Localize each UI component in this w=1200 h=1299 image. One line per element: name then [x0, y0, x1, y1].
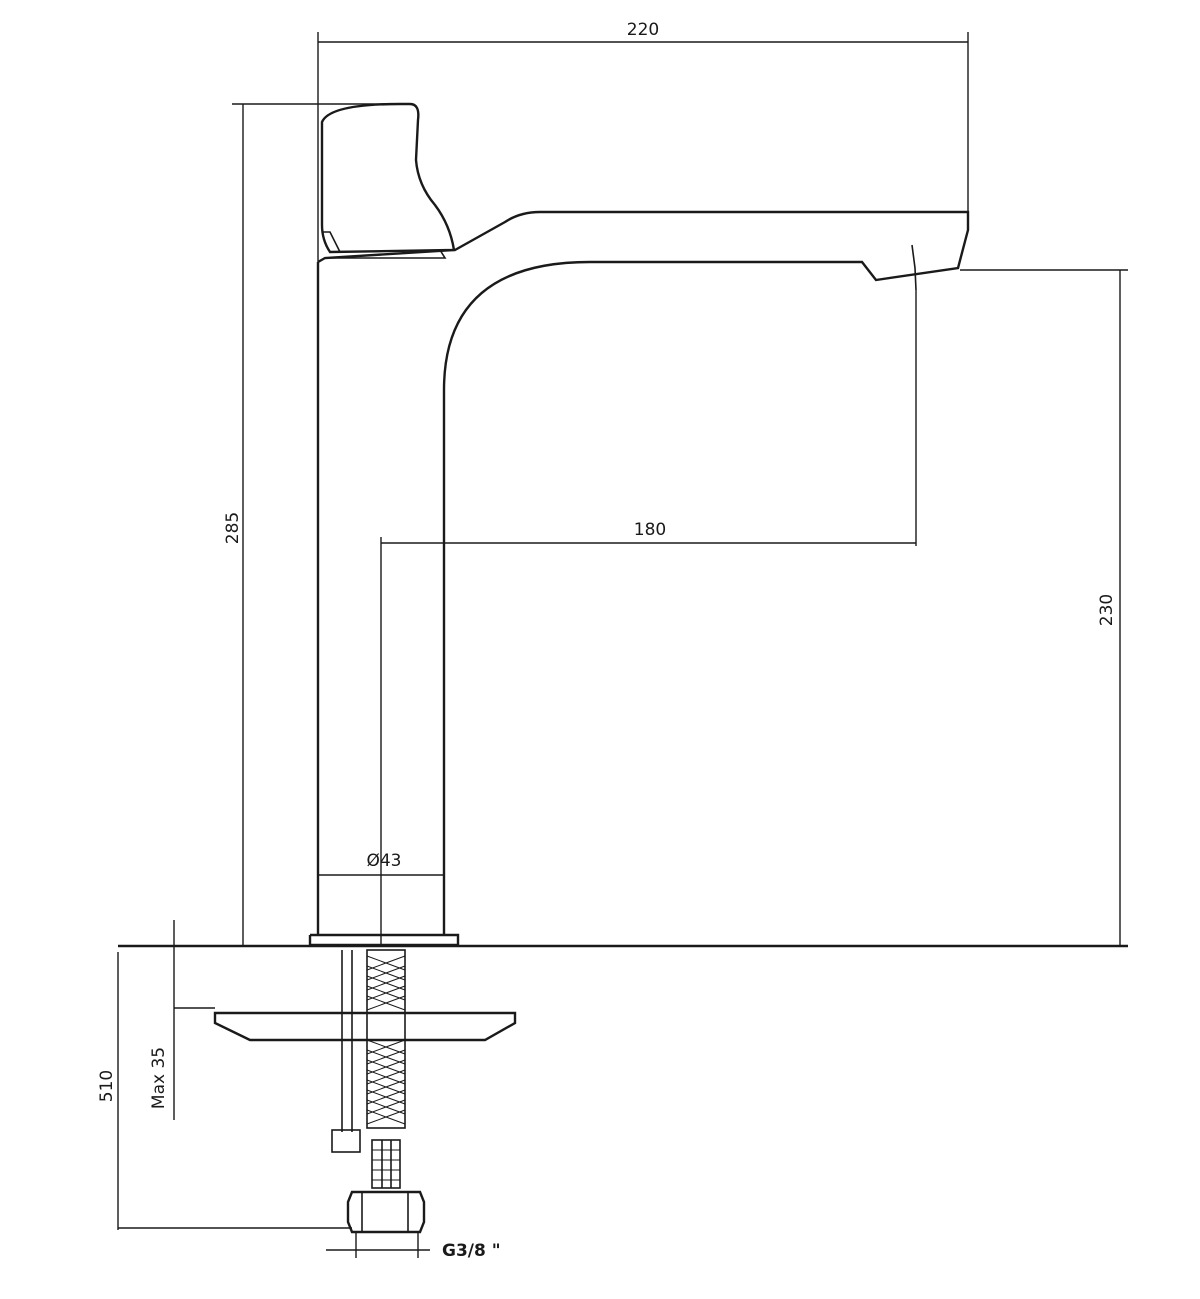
dimension-body-diameter: Ø43 [318, 851, 444, 876]
max-counter-thickness-label: Max 35 [149, 1047, 169, 1109]
dimension-max-counter-thickness: Max 35 [149, 920, 215, 1120]
dimension-spout-reach: 180 [380, 290, 917, 946]
below-counter-label: 510 [97, 1070, 117, 1102]
dimension-below-counter: 510 [97, 952, 352, 1230]
lever-handle [320, 102, 456, 259]
spout-height-label: 230 [1097, 594, 1117, 626]
mounting-hardware [213, 949, 517, 1234]
dimension-total-height: 285 [223, 103, 400, 945]
faucet-outline [308, 210, 970, 947]
dimension-overall-length: 220 [317, 20, 969, 262]
total-height-label: 285 [223, 512, 243, 544]
body-diameter-label: Ø43 [366, 851, 401, 871]
braided-hose-pattern [366, 955, 406, 1125]
dimension-connection-thread: G3/8 " [326, 1232, 501, 1261]
dimension-spout-height: 230 [960, 269, 1128, 946]
overall-length-label: 220 [627, 20, 659, 40]
spout-reach-label: 180 [634, 520, 666, 540]
connection-thread-label: G3/8 " [442, 1241, 501, 1261]
